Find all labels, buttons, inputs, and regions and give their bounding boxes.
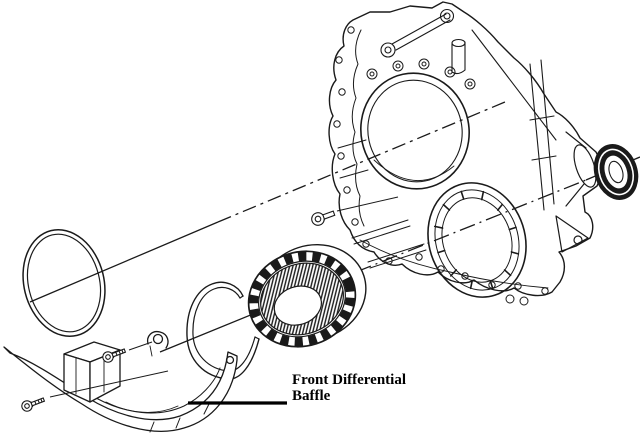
case-upper-bore [360, 72, 470, 190]
case-face-ribs [337, 139, 427, 269]
case-seal-boss [565, 131, 597, 207]
part-label-line-1: Front Differential [292, 372, 407, 388]
baffle-bolt-front [21, 370, 169, 412]
case-right-bracket [555, 215, 589, 253]
case-differential-bore [427, 182, 527, 298]
case-flange-inner-line [351, 29, 365, 227]
case-bolt-bosses-top [366, 58, 476, 90]
case-top-strap [380, 8, 455, 58]
output-shaft-seal [593, 144, 639, 200]
snap-ring [186, 281, 260, 380]
baffle-clips [149, 403, 210, 433]
case-flange-bolt-holes [333, 26, 549, 306]
bore-rib-ticks [433, 190, 520, 290]
baffle-tab [146, 330, 169, 357]
plug-leader-line [336, 196, 399, 212]
transaxle-case [328, 1, 602, 306]
case-lower-flange-line [359, 239, 549, 289]
bolt-leader-line [49, 370, 169, 398]
baffle-bolt-rear [102, 341, 153, 363]
case-right-ribs [471, 29, 557, 211]
o-ring-seal [22, 228, 106, 338]
part-label-front-differential-baffle: Front Differential Baffle [292, 372, 442, 404]
baffle-bracket [63, 341, 121, 403]
splined-retainer-ring [247, 244, 367, 348]
axis-centerline-upper [29, 101, 506, 303]
baffle-arm-hole [225, 355, 235, 365]
bolt-leader-line [128, 341, 153, 351]
case-plug-bolt [311, 196, 399, 226]
part-label-line-2: Baffle [292, 388, 331, 404]
